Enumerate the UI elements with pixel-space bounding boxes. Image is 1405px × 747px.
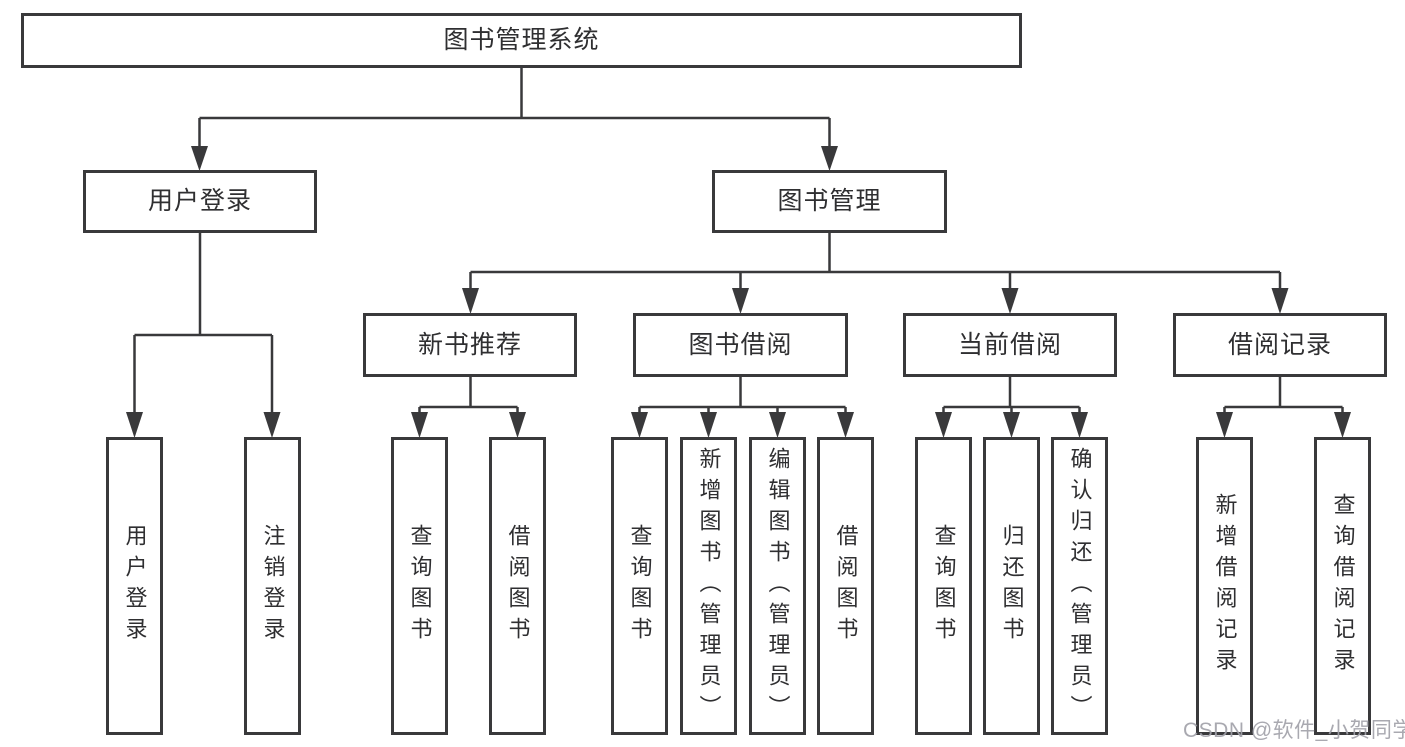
node-root-library-system: 图书管理系统: [21, 13, 1022, 68]
node-user-login-branch: 用户登录: [83, 170, 317, 233]
leaf-query-book-borrow: 查询图书: [611, 437, 668, 735]
leaf-edit-book-admin: 编辑图书（管理员）: [749, 437, 806, 735]
leaf-confirm-return-admin: 确认归还（管理员）: [1051, 437, 1108, 735]
node-borrow-records: 借阅记录: [1173, 313, 1387, 377]
leaf-query-borrow-record: 查询借阅记录: [1314, 437, 1371, 735]
leaf-add-borrow-record: 新增借阅记录: [1196, 437, 1253, 735]
node-new-book-recommend: 新书推荐: [363, 313, 577, 377]
arrowhead-icons: [126, 146, 1351, 438]
node-book-borrow: 图书借阅: [633, 313, 848, 377]
leaf-query-book-current: 查询图书: [915, 437, 972, 735]
node-book-management-branch: 图书管理: [712, 170, 947, 233]
csdn-watermark: CSDN @软件_小贺同学: [1183, 719, 1405, 742]
leaf-query-book-recommend: 查询图书: [391, 437, 448, 735]
leaf-user-login: 用户登录: [106, 437, 163, 735]
node-current-borrow: 当前借阅: [903, 313, 1117, 377]
leaf-logout: 注销登录: [244, 437, 301, 735]
leaf-borrow-book: 借阅图书: [817, 437, 874, 735]
leaf-return-book: 归还图书: [983, 437, 1040, 735]
leaf-add-book-admin: 新增图书（管理员）: [680, 437, 737, 735]
leaf-borrow-book-recommend: 借阅图书: [489, 437, 546, 735]
